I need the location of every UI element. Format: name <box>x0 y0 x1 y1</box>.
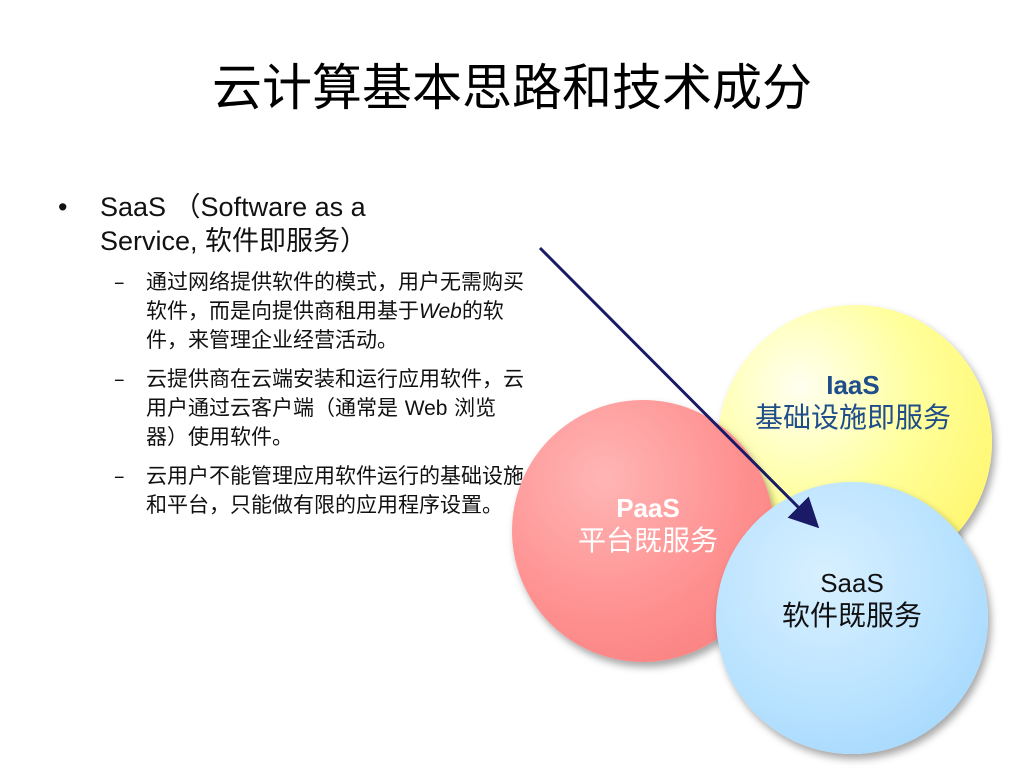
sub-bullets: – 通过网络提供软件的模式，用户无需购买软件，而是向提供商租用基于Web的软件，… <box>114 268 528 520</box>
bullet-line-2: Service, 软件即服务） <box>100 226 368 256</box>
sub-bullet-2: – 云提供商在云端安装和运行应用软件，云用户通过云客户端（通常是 Web 浏览器… <box>114 365 526 452</box>
saas-circle <box>716 482 988 754</box>
dash-icon: – <box>114 464 125 488</box>
bullet-line-1: SaaS （Software as a <box>100 192 366 222</box>
sub-bullet-2-web: Web <box>404 397 448 420</box>
sub-bullet-3-text: 云用户不能管理应用软件运行的基础设施和平台，只能做有限的应用程序设置。 <box>146 464 524 517</box>
paas-code: PaaS <box>616 493 680 523</box>
sub-bullet-1: – 通过网络提供软件的模式，用户无需购买软件，而是向提供商租用基于Web的软件，… <box>114 268 526 355</box>
sub-bullet-2-text-after: 浏览器）使用软件。 <box>146 396 497 449</box>
sub-bullet-1-text-before: 通过网络提供软件的模式，用户无需购买软件，而是向提供商租用基于 <box>146 270 524 323</box>
sub-bullet-1-text-after: 的软件，来管理企业经营活动。 <box>146 299 504 352</box>
slide-title: 云计算基本思路和技术成分 <box>212 59 812 117</box>
sub-bullet-1-web: Web <box>419 300 462 323</box>
iaas-code: IaaS <box>826 370 880 400</box>
dash-icon: – <box>114 270 125 294</box>
sub-bullet-2-text-before: 云提供商在云端安装和运行应用软件，云用户通过云客户端（通常是 <box>146 367 524 420</box>
saas-name: 软件既服务 <box>781 599 922 633</box>
paas-name: 平台既服务 <box>577 524 718 558</box>
sub-bullet-3: – 云用户不能管理应用软件运行的基础设施和平台，只能做有限的应用程序设置。 <box>114 462 526 520</box>
saas-code: SaaS <box>820 568 884 598</box>
saas-label: SaaS 软件既服务 <box>740 568 964 633</box>
iaas-name: 基础设施即服务 <box>754 401 951 435</box>
bullet-dot-icon: • <box>58 192 68 222</box>
dash-icon: – <box>114 367 125 391</box>
paas-label: PaaS 平台既服务 <box>548 493 748 558</box>
main-bullet: • SaaS （Software as a Service, 软件即服务） <box>58 190 528 258</box>
slide-content: • SaaS （Software as a Service, 软件即服务） – … <box>58 190 528 530</box>
iaas-label: IaaS 基础设施即服务 <box>748 370 958 435</box>
